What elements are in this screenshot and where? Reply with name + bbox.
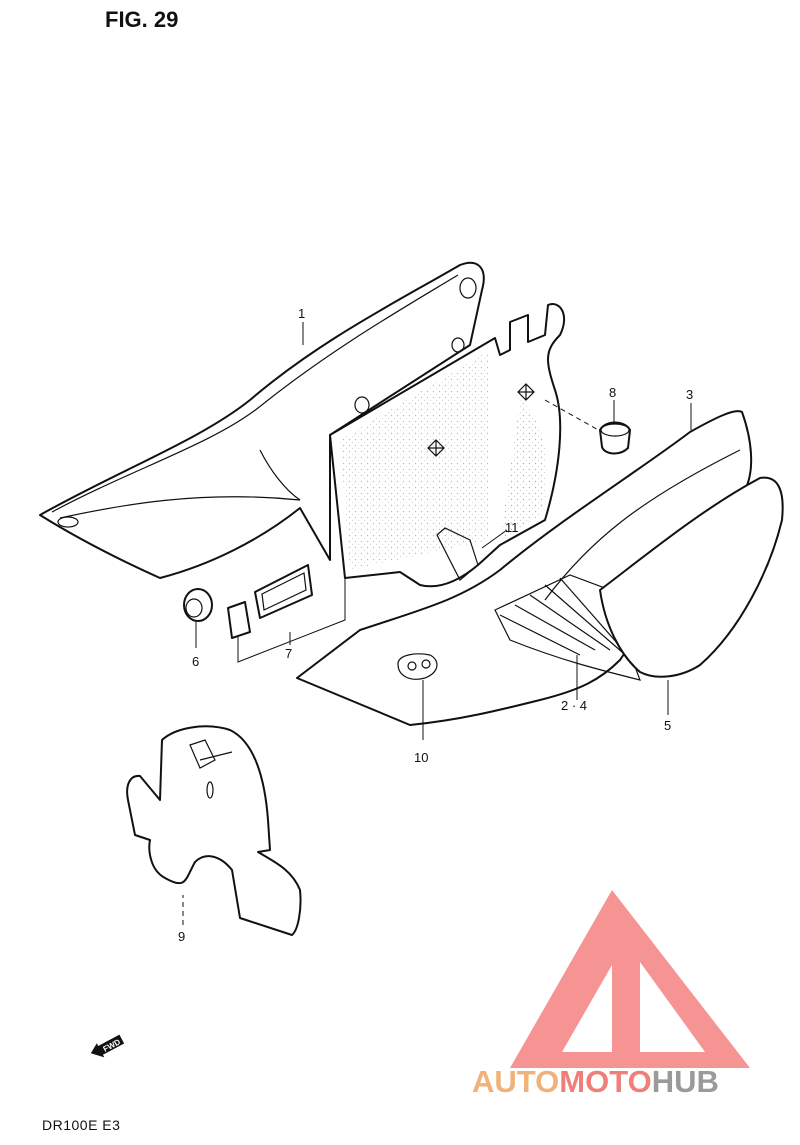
callout-2-4: 2 · 4 (561, 698, 587, 713)
leader-lines (182, 322, 692, 925)
callout-6: 6 (192, 654, 199, 669)
callout-3: 3 (686, 387, 693, 402)
callout-7: 7 (285, 646, 292, 661)
watermark-moto: MOTO (559, 1064, 651, 1099)
model-code: DR100E E3 (42, 1117, 120, 1133)
part-9-plate (126, 725, 302, 936)
callout-11: 11 (505, 520, 519, 535)
watermark-text: AUTOMOTOHUB (472, 1064, 719, 1099)
part-1-frame-cover (39, 261, 485, 579)
part-6-grommet (183, 588, 213, 622)
callout-labels: 1 2 · 4 3 5 6 7 8 9 10 11 (178, 306, 693, 944)
part-8-cushion (599, 421, 631, 455)
callout-9: 9 (178, 929, 185, 944)
part-5-emblem-panel (599, 476, 784, 678)
forward-arrow: FWD (90, 1034, 125, 1058)
callout-1: 1 (298, 306, 305, 321)
callout-5: 5 (664, 718, 671, 733)
watermark-hub: HUB (652, 1064, 719, 1099)
inner-panel (329, 303, 566, 588)
forward-arrow-icon (90, 1034, 125, 1058)
figure-title: FIG. 29 (105, 7, 178, 32)
watermark-logo-icon (510, 890, 750, 1068)
callout-10: 10 (414, 750, 428, 765)
watermark-auto: AUTO (472, 1064, 559, 1099)
part-7-labels (227, 564, 313, 639)
callout-8: 8 (609, 385, 616, 400)
